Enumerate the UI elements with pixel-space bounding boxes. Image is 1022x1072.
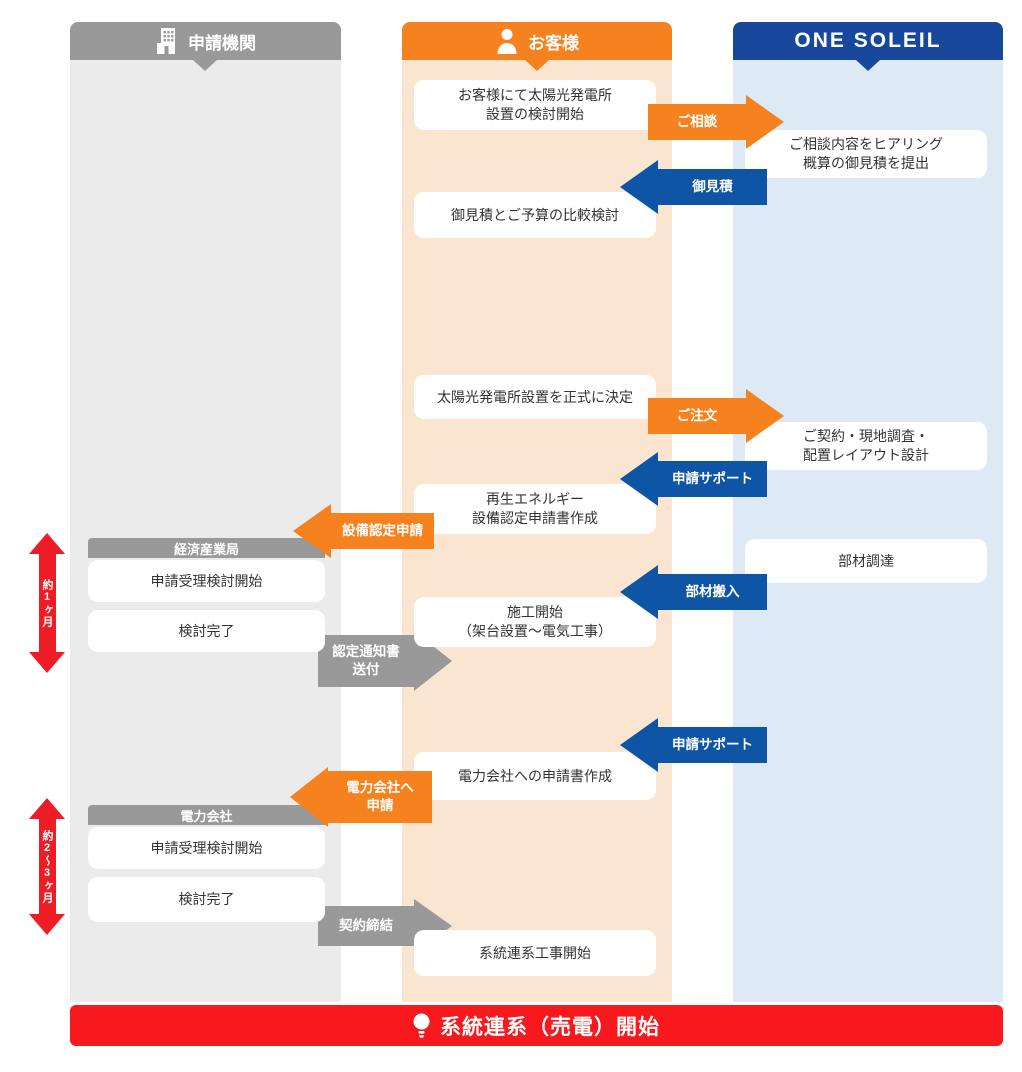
duration-arrow-body: 約1ヶ月 — [38, 554, 56, 652]
step-company-hearing-quote: ご相談内容をヒアリング 概算の御見積を提出 — [745, 130, 987, 178]
company-column-bg — [733, 60, 1003, 1002]
arrow-consultation-label: ご相談 — [648, 104, 746, 140]
arrow-left-head — [290, 767, 328, 827]
step-company-parts-procurement: 部材調達 — [745, 539, 987, 583]
arrow-quotation: 御見積 — [620, 160, 767, 214]
lightbulb-icon — [413, 1013, 430, 1039]
customer-header-label: お客様 — [528, 33, 579, 53]
arrow-left-head — [293, 504, 331, 558]
step-customer-compare-quote: 御見積とご予算の比較検討 — [414, 192, 656, 238]
person-icon — [495, 28, 519, 54]
agency-header-pointer — [193, 60, 217, 71]
arrow-contract-conclusion-label: 契約締結 — [318, 906, 414, 946]
step-customer-consider-start: お客様にて太陽光発電所 設置の検討開始 — [414, 80, 656, 130]
customer-header-pointer — [525, 60, 549, 71]
arrow-right-head — [746, 389, 784, 443]
step-customer-power-company-application: 電力会社への申請書作成 — [414, 752, 656, 800]
company-header-pointer — [856, 60, 880, 71]
arrow-equipment-certification-label: 設備認定申請 — [331, 513, 434, 549]
agency-header-label: 申請機関 — [188, 33, 256, 53]
arrow-quotation-label: 御見積 — [658, 169, 767, 205]
arrow-down-head — [29, 914, 65, 935]
arrow-left-head — [620, 160, 658, 214]
step-company-contract-survey-design: ご契約・現地調査・ 配置レイアウト設計 — [745, 422, 987, 470]
grid-connection-banner: 系統連系（売電）開始 — [70, 1005, 1003, 1046]
company-header: ONE SOLEIL — [733, 22, 1003, 60]
step-customer-formal-decision: 太陽光発電所設置を正式に決定 — [414, 375, 656, 419]
arrow-left-head — [620, 452, 658, 506]
arrow-parts-delivery: 部材搬入 — [620, 565, 767, 619]
step-customer-grid-work-start: 系統連系工事開始 — [414, 930, 656, 976]
agency-header: 申請機関 — [70, 22, 341, 60]
arrow-apply-power-company-label: 電力会社へ 申請 — [328, 771, 432, 823]
power-company-label-bar: 電力会社 — [88, 805, 325, 825]
arrow-application-support-1: 申請サポート — [620, 452, 767, 506]
arrow-application-support-1-label: 申請サポート — [658, 461, 767, 497]
arrow-certification-notice-label: 認定通知書 送付 — [318, 635, 414, 687]
grid-connection-banner-label: 系統連系（売電）開始 — [440, 1015, 660, 1039]
arrow-up-head — [29, 798, 65, 819]
arrow-application-support-2-label: 申請サポート — [658, 727, 767, 763]
step-power-review-complete: 検討完了 — [88, 877, 325, 922]
duration-1-label: 約1ヶ月 — [41, 578, 53, 628]
company-logo: ONE SOLEIL — [794, 29, 942, 52]
arrow-equipment-certification: 設備認定申請 — [293, 504, 434, 558]
step-meti-review-complete: 検討完了 — [88, 610, 325, 652]
duration-arrow-body: 約2～3ヶ月 — [38, 819, 56, 914]
arrow-apply-power-company: 電力会社へ 申請 — [290, 767, 432, 827]
duration-2-label: 約2～3ヶ月 — [41, 829, 53, 904]
step-customer-construction-start: 施工開始 （架台設置～電気工事） — [414, 597, 656, 647]
building-icon — [155, 27, 179, 55]
arrow-parts-delivery-label: 部材搬入 — [658, 574, 767, 610]
arrow-right-head — [746, 95, 784, 149]
arrow-down-head — [29, 652, 65, 673]
meti-label-bar: 経済産業局 — [88, 538, 325, 558]
step-customer-renewable-application: 再生エネルギー 設備認定申請書作成 — [414, 484, 656, 534]
step-power-review-start: 申請受理検討開始 — [88, 827, 325, 869]
step-meti-review-start: 申請受理検討開始 — [88, 560, 325, 602]
arrow-left-head — [620, 718, 658, 772]
arrow-up-head — [29, 533, 65, 554]
arrow-order: ご注文 — [648, 389, 784, 443]
arrow-left-head — [620, 565, 658, 619]
arrow-application-support-2: 申請サポート — [620, 718, 767, 772]
duration-arrow-2-3-months: 約2～3ヶ月 — [29, 798, 65, 935]
arrow-order-label: ご注文 — [648, 398, 746, 434]
duration-arrow-1-month: 約1ヶ月 — [29, 533, 65, 673]
customer-header: お客様 — [402, 22, 672, 60]
arrow-consultation: ご相談 — [648, 95, 784, 149]
